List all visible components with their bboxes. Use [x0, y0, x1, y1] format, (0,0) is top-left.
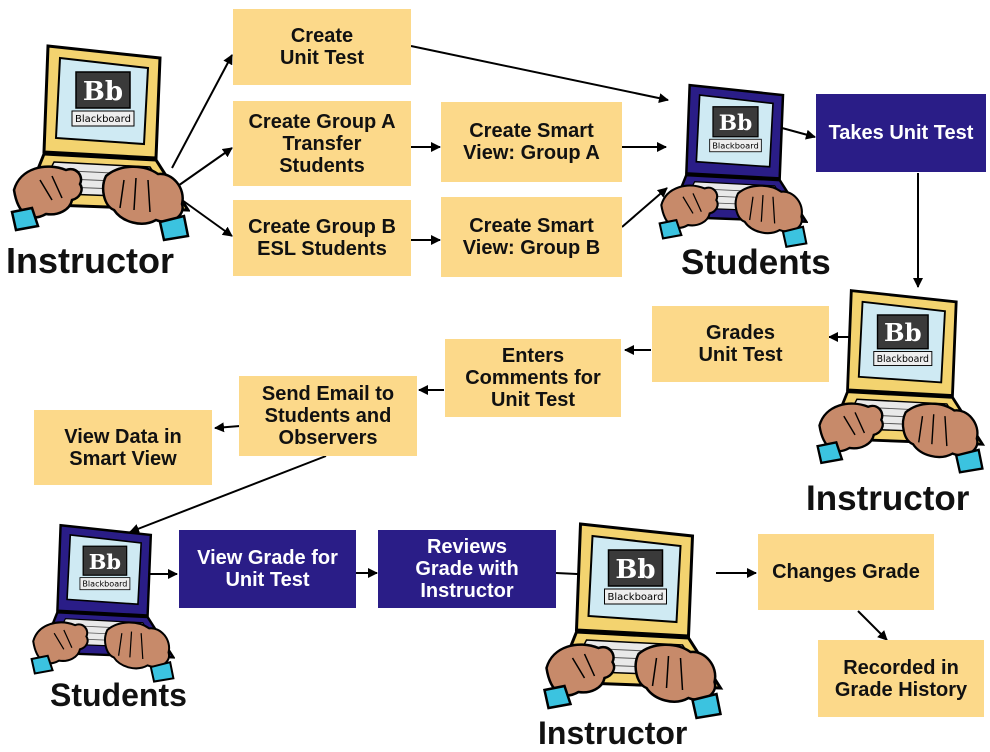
svg-text:Blackboard: Blackboard — [75, 114, 131, 125]
step-view-grade: View Grade for Unit Test — [179, 530, 356, 608]
svg-text:Blackboard: Blackboard — [82, 579, 127, 588]
svg-text:Bb: Bb — [884, 318, 922, 347]
arrow-changes-to-recorded — [857, 610, 888, 641]
step-create-group-a: Create Group A Transfer Students — [233, 101, 411, 186]
step-send-email: Send Email to Students and Observers — [239, 376, 417, 456]
svg-text:Blackboard: Blackboard — [608, 592, 664, 603]
step-create-unit-test: Create Unit Test — [233, 9, 411, 85]
role-label-students: Students — [50, 677, 187, 713]
step-view-data-smart-view: View Data in Smart View — [34, 410, 212, 485]
arrow-smart-view-b-to-students — [621, 187, 668, 228]
step-takes-unit-test: Takes Unit Test — [816, 94, 986, 172]
step-changes-grade: Changes Grade — [758, 534, 934, 610]
svg-text:Blackboard: Blackboard — [712, 140, 759, 150]
role-label-instructor: Instructor — [806, 479, 970, 518]
arrow-instructor-to-group-a — [174, 147, 233, 189]
arrow-email-to-students — [129, 455, 327, 534]
step-enters-comments: Enters Comments for Unit Test — [445, 339, 621, 417]
svg-text:Bb: Bb — [719, 111, 752, 136]
role-label-instructor: Instructor — [6, 240, 175, 281]
step-smart-view-group-b: Create Smart View: Group B — [441, 197, 622, 277]
role-label-students: Students — [681, 243, 831, 282]
arrow-students-to-takes-test — [781, 127, 816, 140]
svg-text:Bb: Bb — [615, 555, 655, 585]
svg-text:Bb: Bb — [83, 77, 123, 107]
arrow-email-to-view-data — [214, 422, 241, 433]
svg-text:Blackboard: Blackboard — [877, 354, 929, 365]
arrow-unit-test-to-students — [410, 45, 669, 104]
step-smart-view-group-a: Create Smart View: Group A — [441, 102, 622, 182]
svg-text:Bb: Bb — [89, 549, 121, 574]
step-create-group-b: Create Group B ESL Students — [233, 200, 411, 276]
step-reviews-grade: Reviews Grade with Instructor — [378, 530, 556, 608]
step-recorded-grade-history: Recorded in Grade History — [818, 640, 984, 717]
role-label-instructor: Instructor — [538, 715, 688, 751]
step-grades-unit-test: Grades Unit Test — [652, 306, 829, 382]
arrow-instructor-to-create-unit-test — [171, 54, 233, 169]
